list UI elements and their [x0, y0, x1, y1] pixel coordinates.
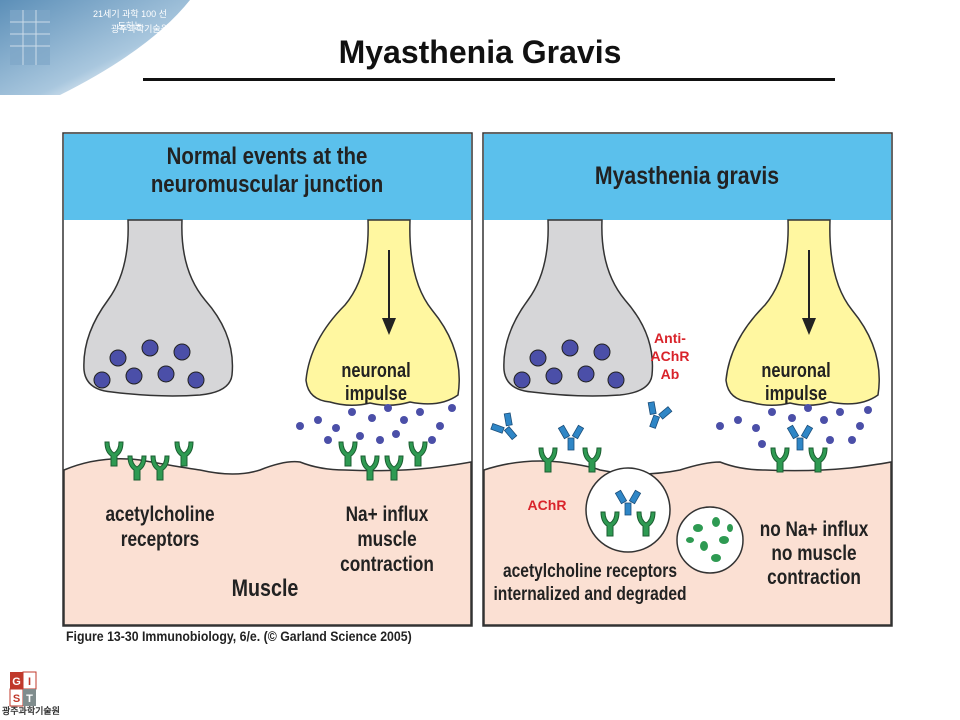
na-influx-line1: Na+ influx [345, 503, 429, 526]
ach-receptors-line1: acetylcholine [105, 503, 215, 526]
degraded-fragments [686, 517, 733, 562]
no-na-line3: contraction [767, 566, 861, 589]
right-vesicles [513, 339, 625, 389]
ach-receptors-line2: receptors [120, 528, 200, 551]
left-vesicles [93, 339, 205, 389]
achr-label: AChR [527, 497, 567, 513]
anti-line2: AChR [650, 348, 690, 364]
right-impulse-arrowhead [802, 318, 816, 335]
left-impulse-label: neuronal impulse [341, 360, 411, 405]
left-yellow-terminal [305, 219, 460, 406]
degraded-vesicle [676, 506, 744, 574]
gist-letter-s: S [13, 693, 20, 705]
left-title-line1: Normal events at the [166, 143, 368, 170]
internalized-line1: acetylcholine receptors [502, 561, 678, 582]
no-na-influx-label: no Na+ influx no muscle contraction [748, 518, 879, 590]
na-influx-line2: muscle contraction [340, 528, 434, 576]
gist-letter-g: G [12, 676, 21, 688]
anti-line3: Ab [660, 366, 680, 382]
right-panel-header [484, 134, 891, 220]
ach-receptors-label: acetylcholine receptors [94, 502, 225, 552]
internalized-line2: internalized and degraded [493, 584, 687, 605]
na-influx-label: Na+ influx muscle contraction [309, 502, 465, 577]
muscle-label: Muscle [231, 575, 299, 602]
gist-letter-i: I [28, 676, 31, 688]
left-panel-header [64, 134, 471, 220]
left-ach-dots [296, 404, 456, 444]
gist-logo-name: 광주과학기술원 [2, 706, 60, 716]
right-panel-title: Myasthenia gravis [594, 162, 780, 190]
right-impulse-label: neuronal impulse [761, 360, 831, 405]
header-logo-name: 광주과학기술원 [111, 24, 169, 34]
left-panel-title: Normal events at the neuromuscular junct… [94, 143, 439, 199]
right-yellow-terminal [725, 219, 880, 406]
header-logo [0, 0, 190, 95]
title-rule [143, 78, 835, 81]
no-na-line2: no muscle [771, 542, 857, 565]
figure-caption: Figure 13-30 Immunobiology, 6/e. (© Garl… [66, 628, 412, 644]
left-muscle [63, 458, 472, 626]
gist-letter-t: T [26, 693, 33, 705]
slide-title: Myasthenia Gravis [338, 34, 622, 70]
left-impulse-arrowhead [382, 318, 396, 335]
gist-logo: G I S T [9, 671, 37, 707]
no-na-line1: no Na+ influx [759, 518, 869, 541]
anti-line1: Anti- [654, 330, 686, 346]
right-ach-dots [716, 404, 872, 448]
left-title-line2: neuromuscular junction [150, 171, 384, 198]
internalized-label: acetylcholine receptors internalized and… [492, 560, 689, 606]
header-logo-tagline: 21세기 과학 100 선도하는 [93, 9, 167, 31]
anti-achr-ab-label: Anti- AChR Ab [630, 329, 710, 383]
